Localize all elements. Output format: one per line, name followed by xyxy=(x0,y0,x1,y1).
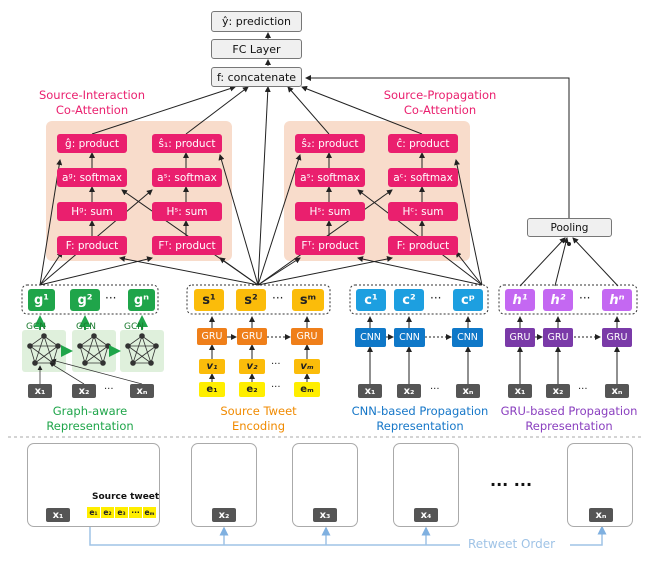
attention-col4-product-top: ĉ: product xyxy=(388,134,458,153)
attention-col4-product: F: product xyxy=(388,236,458,255)
c2-box: c² xyxy=(394,289,424,311)
attention-col1-product: F: product xyxy=(57,236,127,255)
e2-box: e₂ xyxy=(239,382,265,397)
x1-graph: x₁ xyxy=(28,384,52,398)
source-word-4: eₘ xyxy=(143,507,156,518)
gcn-label-3: GCN xyxy=(124,322,144,332)
hn-box: hⁿ xyxy=(602,289,632,311)
cnn-n: CNN xyxy=(452,328,483,347)
x2-cnn: x₂ xyxy=(397,384,421,398)
user-x2: x₂ xyxy=(212,508,236,522)
gcn-graph-icons xyxy=(27,333,159,366)
x-graph-ellipsis: ··· xyxy=(104,384,114,395)
attention-col3-softmax: aˢ: softmax xyxy=(295,168,365,187)
cnn-1: CNN xyxy=(355,328,386,347)
gru-prop-n: GRU xyxy=(602,328,632,347)
g2-box: g² xyxy=(70,289,100,311)
users-ellipsis: ··· ··· xyxy=(490,475,533,494)
source-propagation-title: Source-Propagation Co-Attention xyxy=(383,88,497,117)
attention-col2-sum: Hˢ: sum xyxy=(152,202,222,221)
attention-col2-product-top: ŝ₁: product xyxy=(152,134,222,153)
e-ellipsis: ··· xyxy=(271,382,281,393)
h2-box: h² xyxy=(543,289,573,311)
source-tweet-caption: Source Tweet Encoding xyxy=(220,404,297,433)
e1-box: e₁ xyxy=(199,382,225,397)
gru-prop-2: GRU xyxy=(543,328,573,347)
user-xn: xₙ xyxy=(589,508,613,522)
x-gru-ellipsis: ··· xyxy=(578,384,588,395)
source-interaction-title: Source-Interaction Co-Attention xyxy=(38,88,146,117)
g1-box: g¹ xyxy=(28,289,55,311)
gcn-label-1: GCN xyxy=(26,322,46,332)
cpi-box: cᵖ xyxy=(453,289,483,311)
source-tweet-label: Source tweet xyxy=(92,492,160,502)
x-cnn-ellipsis: ··· xyxy=(430,384,440,395)
x1-cnn: x₁ xyxy=(358,384,382,398)
cnn-2: CNN xyxy=(394,328,425,347)
s1-box: s¹ xyxy=(194,289,224,311)
v-ellipsis: ··· xyxy=(271,359,281,370)
attention-col1-softmax: aᵍ: softmax xyxy=(57,168,127,187)
x1-gru: x₁ xyxy=(508,384,532,398)
gru-source-m: GRU xyxy=(291,328,323,345)
source-word-1: e₂ xyxy=(101,507,114,518)
attention-col1-sum: Hᵍ: sum xyxy=(57,202,127,221)
c1-box: c¹ xyxy=(356,289,386,311)
gn-box: gⁿ xyxy=(128,289,155,311)
gcn-label-2: GCN xyxy=(76,322,96,332)
attention-col3-product: Fᵀ: product xyxy=(295,236,365,255)
gru-propagation-caption: GRU-based Propagation Representation xyxy=(500,404,638,433)
h-ellipsis: ··· xyxy=(579,291,591,305)
attention-col3-product-top: ŝ₂: product xyxy=(295,134,365,153)
attention-col1-product-top: ĝ: product xyxy=(57,134,127,153)
xn-cnn: xₙ xyxy=(456,384,480,398)
graph-aware-caption: Graph-aware Representation xyxy=(46,404,134,433)
attention-col2-product: Fᵀ: product xyxy=(152,236,222,255)
x2-graph: x₂ xyxy=(72,384,96,398)
x2-gru: x₂ xyxy=(546,384,570,398)
xn-graph: xₙ xyxy=(130,384,154,398)
attention-col3-sum: Hˢ: sum xyxy=(295,202,365,221)
source-word-3: ··· xyxy=(129,507,142,518)
user-x3: x₃ xyxy=(313,508,337,522)
xn-gru: xₙ xyxy=(605,384,629,398)
source-word-2: e₃ xyxy=(115,507,128,518)
fc-layer-box: FC Layer xyxy=(211,39,302,59)
sm-box: sᵐ xyxy=(292,289,324,311)
em-box: eₘ xyxy=(294,382,320,397)
source-word-0: e₁ xyxy=(87,507,100,518)
v2-box: v₂ xyxy=(239,359,265,374)
prediction-box: ŷ: prediction xyxy=(211,11,302,32)
attention-col4-softmax: aᶜ: softmax xyxy=(388,168,458,187)
concatenate-box: f: concatenate xyxy=(211,67,302,87)
g-ellipsis: ··· xyxy=(105,291,117,305)
cnn-propagation-caption: CNN-based Propagation Representation xyxy=(351,404,489,433)
retweet-order-label: Retweet Order xyxy=(468,537,556,551)
pooling-box: Pooling xyxy=(527,218,612,237)
user-x4: x₄ xyxy=(414,508,438,522)
gru-source-1: GRU xyxy=(197,328,227,345)
gru-prop-1: GRU xyxy=(505,328,535,347)
attention-col2-softmax: aˢ: softmax xyxy=(152,168,222,187)
gru-source-2: GRU xyxy=(237,328,267,345)
s-ellipsis: ··· xyxy=(272,291,284,305)
user-x1: x₁ xyxy=(46,508,70,522)
vm-box: vₘ xyxy=(294,359,320,374)
c-ellipsis: ··· xyxy=(430,291,442,305)
v1-box: v₁ xyxy=(199,359,225,374)
s2-box: s² xyxy=(236,289,266,311)
h1-box: h¹ xyxy=(505,289,535,311)
attention-col4-sum: Hᶜ: sum xyxy=(388,202,458,221)
